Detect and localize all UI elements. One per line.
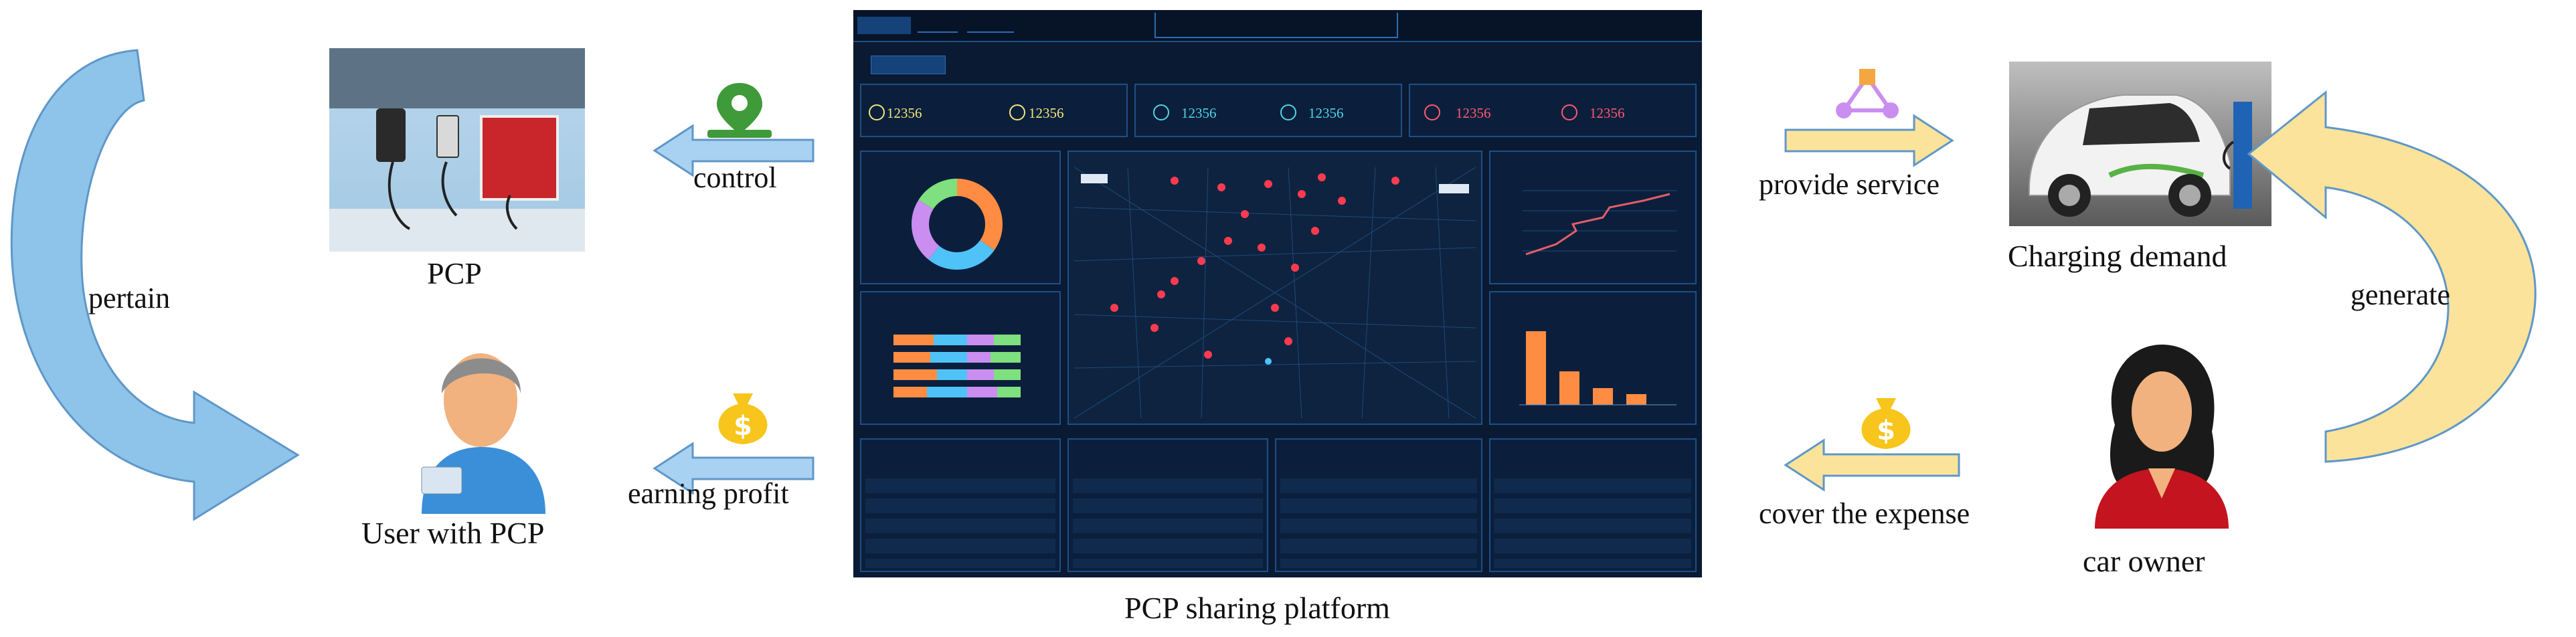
share-node-icon bbox=[1836, 69, 1899, 118]
platform-label: PCP sharing platform bbox=[1124, 591, 1390, 625]
earning-profit-label: earning profit bbox=[628, 477, 789, 510]
platform-dashboard: 12356 12356 12356 12356 12356 12356 bbox=[853, 10, 1702, 577]
cover-expense-label: cover the expense bbox=[1759, 497, 1970, 530]
stat-value-6: 12356 bbox=[1590, 105, 1625, 121]
stat-value-5: 12356 bbox=[1456, 105, 1491, 121]
charging-demand-label: Charging demand bbox=[2008, 239, 2227, 273]
table-rows bbox=[865, 478, 1691, 568]
stat-value-4: 12356 bbox=[1308, 105, 1344, 121]
user-avatar-icon bbox=[421, 353, 545, 514]
dollar-bag-icon: $ bbox=[718, 393, 768, 444]
charging-demand-photo bbox=[2009, 62, 2271, 226]
donut-chart bbox=[912, 179, 1003, 270]
cover-expense-arrow bbox=[1784, 438, 1960, 492]
svg-text:$: $ bbox=[734, 411, 752, 442]
generate-label: generate bbox=[2350, 278, 2450, 311]
pcp-label: PCP bbox=[427, 256, 482, 290]
sub-menu-button[interactable] bbox=[871, 56, 946, 74]
stat-value-2: 12356 bbox=[1029, 105, 1064, 121]
stat-value-1: 12356 bbox=[887, 105, 922, 121]
charger-wallbox-icon bbox=[436, 115, 459, 158]
electric-car-icon bbox=[2029, 94, 2252, 217]
provide-service-arrow bbox=[1784, 114, 1954, 167]
nav-tab-4[interactable] bbox=[1543, 19, 1583, 31]
stat-panel-3 bbox=[1409, 84, 1697, 137]
pertain-label: pertain bbox=[88, 282, 171, 314]
svg-text:$: $ bbox=[1877, 416, 1895, 446]
stat-value-3: 12356 bbox=[1181, 105, 1217, 121]
line-chart-panel bbox=[1489, 151, 1697, 284]
control-label: control bbox=[693, 161, 777, 194]
nav-tab-1[interactable] bbox=[857, 17, 911, 34]
stat-panel-2 bbox=[1134, 84, 1402, 137]
control-arrow bbox=[653, 124, 814, 177]
stat-panel-1 bbox=[860, 84, 1128, 137]
nav-tab-6[interactable] bbox=[1650, 19, 1690, 31]
provide-service-label: provide service bbox=[1759, 168, 1940, 201]
pertain-curved-arrow bbox=[10, 49, 300, 521]
bar-chart bbox=[1519, 331, 1677, 405]
nav-tab-5[interactable] bbox=[1596, 19, 1636, 31]
nav-tab-3[interactable] bbox=[967, 19, 1014, 33]
car-owner-label: car owner bbox=[2083, 544, 2205, 578]
user-with-pcp-label: User with PCP bbox=[361, 516, 545, 550]
dollar-bag-icon: $ bbox=[1861, 398, 1911, 449]
pcp-photo bbox=[329, 48, 585, 252]
nav-tab-2[interactable] bbox=[918, 19, 958, 33]
woman-avatar-icon bbox=[2095, 345, 2229, 529]
earning-profit-arrow bbox=[653, 442, 814, 495]
map-view bbox=[1074, 167, 1476, 418]
header-title-bar bbox=[1154, 13, 1398, 38]
generate-curved-arrow bbox=[2247, 90, 2537, 463]
charger-wallbox-icon bbox=[376, 108, 406, 162]
location-pin-icon bbox=[707, 83, 772, 138]
line-chart bbox=[1523, 190, 1677, 256]
charger-wallbox-icon bbox=[480, 115, 559, 201]
stacked-bar-chart bbox=[893, 335, 1021, 397]
